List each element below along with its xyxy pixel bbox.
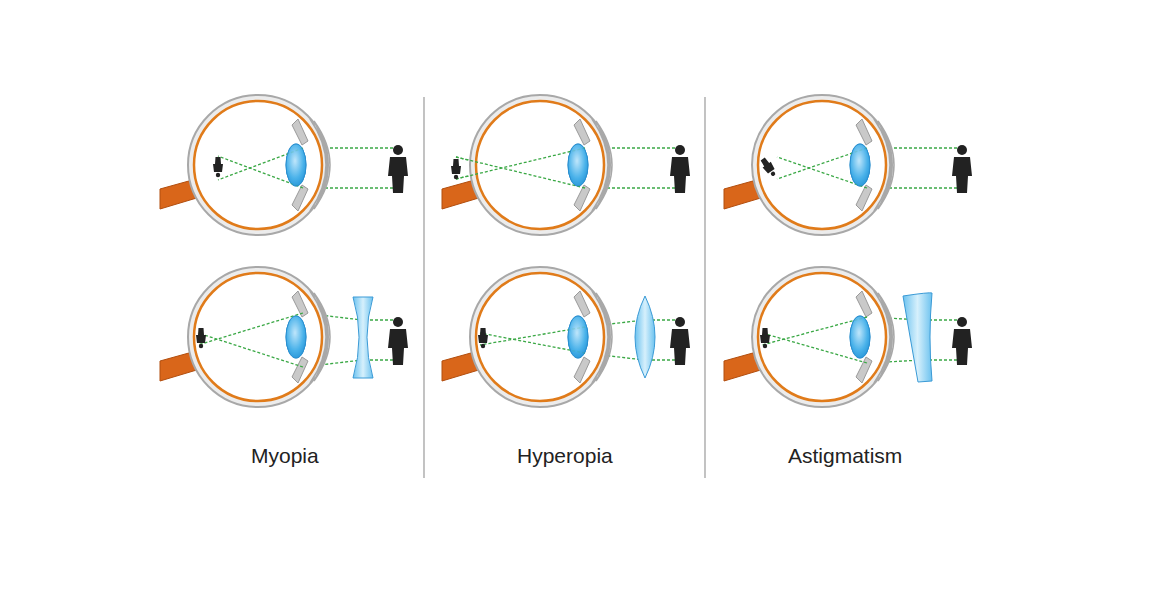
eye xyxy=(724,267,894,407)
eye xyxy=(442,267,612,407)
focused-image xyxy=(213,157,223,177)
condition-label: Hyperopia xyxy=(517,444,613,468)
concave-lens xyxy=(353,297,373,378)
divider xyxy=(423,97,424,478)
eye xyxy=(160,95,330,235)
object-figure xyxy=(670,317,690,365)
object-figure xyxy=(388,317,408,365)
object-figure xyxy=(952,145,972,193)
condition-label: Myopia xyxy=(251,444,319,468)
object-figure xyxy=(670,145,690,193)
object-figure xyxy=(952,317,972,365)
condition-label: Astigmatism xyxy=(788,444,902,468)
cylindrical-lens xyxy=(903,293,932,382)
convex-lens xyxy=(635,296,655,378)
eye xyxy=(160,267,330,407)
distorted-image xyxy=(759,156,779,178)
divider xyxy=(704,97,705,478)
focused-image xyxy=(760,328,770,348)
eye xyxy=(724,95,894,235)
focused-image xyxy=(196,328,206,348)
focused-image xyxy=(451,159,461,179)
object-figure xyxy=(388,145,408,193)
focused-image xyxy=(478,328,488,348)
eye xyxy=(442,95,612,235)
